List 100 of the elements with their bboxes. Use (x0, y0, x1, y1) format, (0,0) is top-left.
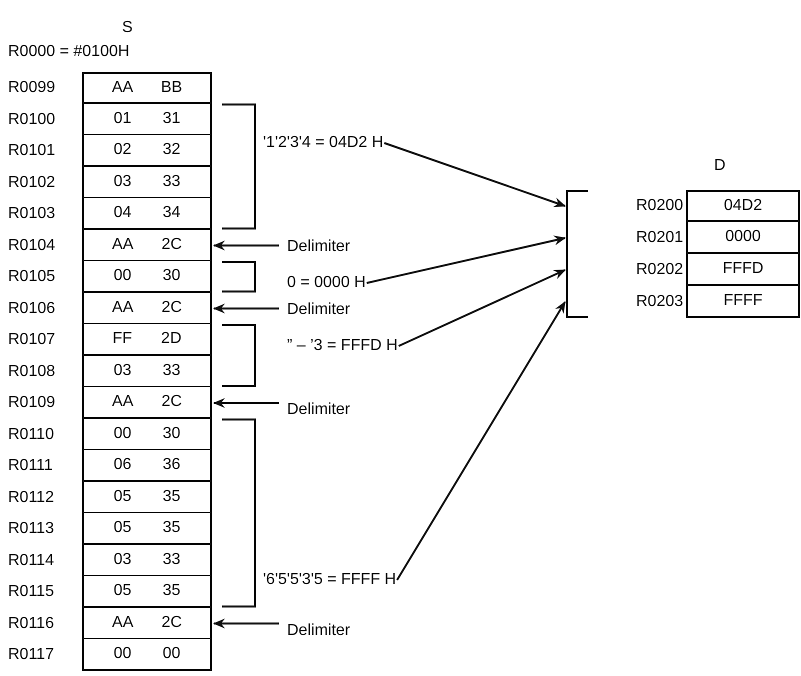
memory-cell (82, 261, 212, 293)
register-label: R0107 (8, 330, 56, 350)
cell-value: 35 (162, 582, 180, 600)
register-label: R0099 (8, 78, 56, 98)
column-heading: S (122, 18, 133, 38)
cell-value: 04D2 (724, 197, 762, 215)
address-note: R0000 = #0100H (8, 42, 130, 62)
cell-value: FFFF (723, 292, 763, 310)
cell-value: 2C (161, 393, 182, 411)
arrow (213, 618, 279, 628)
cell-value: 0000 (725, 228, 761, 246)
memory-cell (686, 254, 800, 286)
cell-value: AA (112, 79, 134, 97)
cell-value: 30 (162, 267, 180, 285)
arrow (213, 304, 279, 314)
memory-cell (82, 482, 212, 514)
memory-cell (82, 324, 212, 356)
memory-cell (82, 104, 212, 136)
memory-cell (82, 639, 212, 671)
memory-cell (82, 576, 212, 608)
memory-cell (82, 544, 212, 576)
register-label: R0203 (636, 292, 684, 312)
cell-value: AA (112, 614, 134, 632)
cell-value: AA (112, 393, 134, 411)
memory-cell (82, 198, 212, 230)
memory-cell (686, 222, 800, 254)
cell-value: FFFD (722, 260, 764, 278)
memory-cell (82, 513, 212, 545)
memory-cell (82, 450, 212, 482)
annotation-text: Delimiter (287, 400, 350, 420)
cell-value: 05 (114, 519, 132, 537)
register-label: R0100 (8, 110, 56, 130)
register-label: R0201 (636, 228, 684, 248)
bracket (566, 190, 588, 318)
memory-cell (686, 190, 800, 222)
cell-value: 00 (114, 424, 132, 442)
memory-cell (82, 608, 212, 640)
annotation-text: ” – ’3 = FFFD H (287, 336, 398, 356)
cell-value: 04 (114, 204, 132, 222)
cell-value: 2C (161, 614, 182, 632)
cell-value: 06 (114, 456, 132, 474)
arrow (366, 236, 566, 284)
register-label: R0104 (8, 236, 56, 256)
register-label: R0113 (8, 519, 54, 539)
cell-value: 31 (162, 110, 180, 128)
cell-value: 05 (114, 582, 132, 600)
cell-value: 03 (114, 550, 132, 568)
arrow (384, 142, 566, 208)
annotation-text: '6'5'5'3'5 = FFFF H (263, 570, 396, 590)
cell-value: 33 (162, 172, 180, 190)
register-label: R0110 (8, 424, 54, 444)
cell-value: 33 (162, 550, 180, 568)
cell-value: 33 (162, 362, 180, 380)
register-label: R0108 (8, 362, 56, 382)
memory-cell (82, 418, 212, 450)
register-label: R0117 (8, 645, 54, 665)
arrow (213, 398, 279, 408)
register-label: R0202 (636, 260, 684, 280)
annotation-text: Delimiter (287, 300, 350, 320)
memory-cell (82, 166, 212, 198)
cell-value: 03 (114, 172, 132, 190)
register-label: R0109 (8, 393, 56, 413)
cell-value: 2C (161, 236, 182, 254)
register-label: R0101 (8, 141, 56, 161)
register-label: R0106 (8, 298, 56, 318)
register-label: R0116 (8, 614, 54, 634)
annotation-text: 0 = 0000 H (287, 273, 366, 293)
cell-value: 2C (161, 298, 182, 316)
register-label: R0103 (8, 204, 56, 224)
annotation-text: Delimiter (287, 621, 350, 641)
register-label: R0111 (8, 456, 53, 476)
cell-value: 34 (162, 204, 180, 222)
annotation-text: '1'2'3'4 = 04D2 H (263, 133, 384, 153)
cell-value: 00 (162, 645, 180, 663)
arrow (396, 301, 566, 581)
column-heading: D (714, 156, 726, 176)
register-label: R0115 (8, 582, 54, 602)
cell-value: 03 (114, 362, 132, 380)
memory-cell (82, 387, 212, 419)
cell-value: 32 (162, 141, 180, 159)
cell-value: 35 (162, 519, 180, 537)
arrow (213, 240, 279, 250)
cell-value: 05 (114, 488, 132, 506)
cell-value: 2D (161, 330, 182, 348)
cell-value: 01 (114, 110, 132, 128)
cell-value: AA (112, 236, 134, 254)
register-label: R0114 (8, 550, 54, 570)
register-label: R0105 (8, 267, 56, 287)
memory-cell (82, 292, 212, 324)
arrow (398, 269, 566, 347)
memory-cell (82, 135, 212, 167)
register-label: R0200 (636, 196, 684, 216)
cell-value: 02 (114, 141, 132, 159)
register-label: R0102 (8, 172, 56, 192)
cell-value: 36 (162, 456, 180, 474)
memory-cell (686, 286, 800, 318)
cell-value: 35 (162, 488, 180, 506)
memory-cell (82, 356, 212, 388)
register-label: R0112 (8, 488, 54, 508)
cell-value: FF (112, 330, 132, 348)
